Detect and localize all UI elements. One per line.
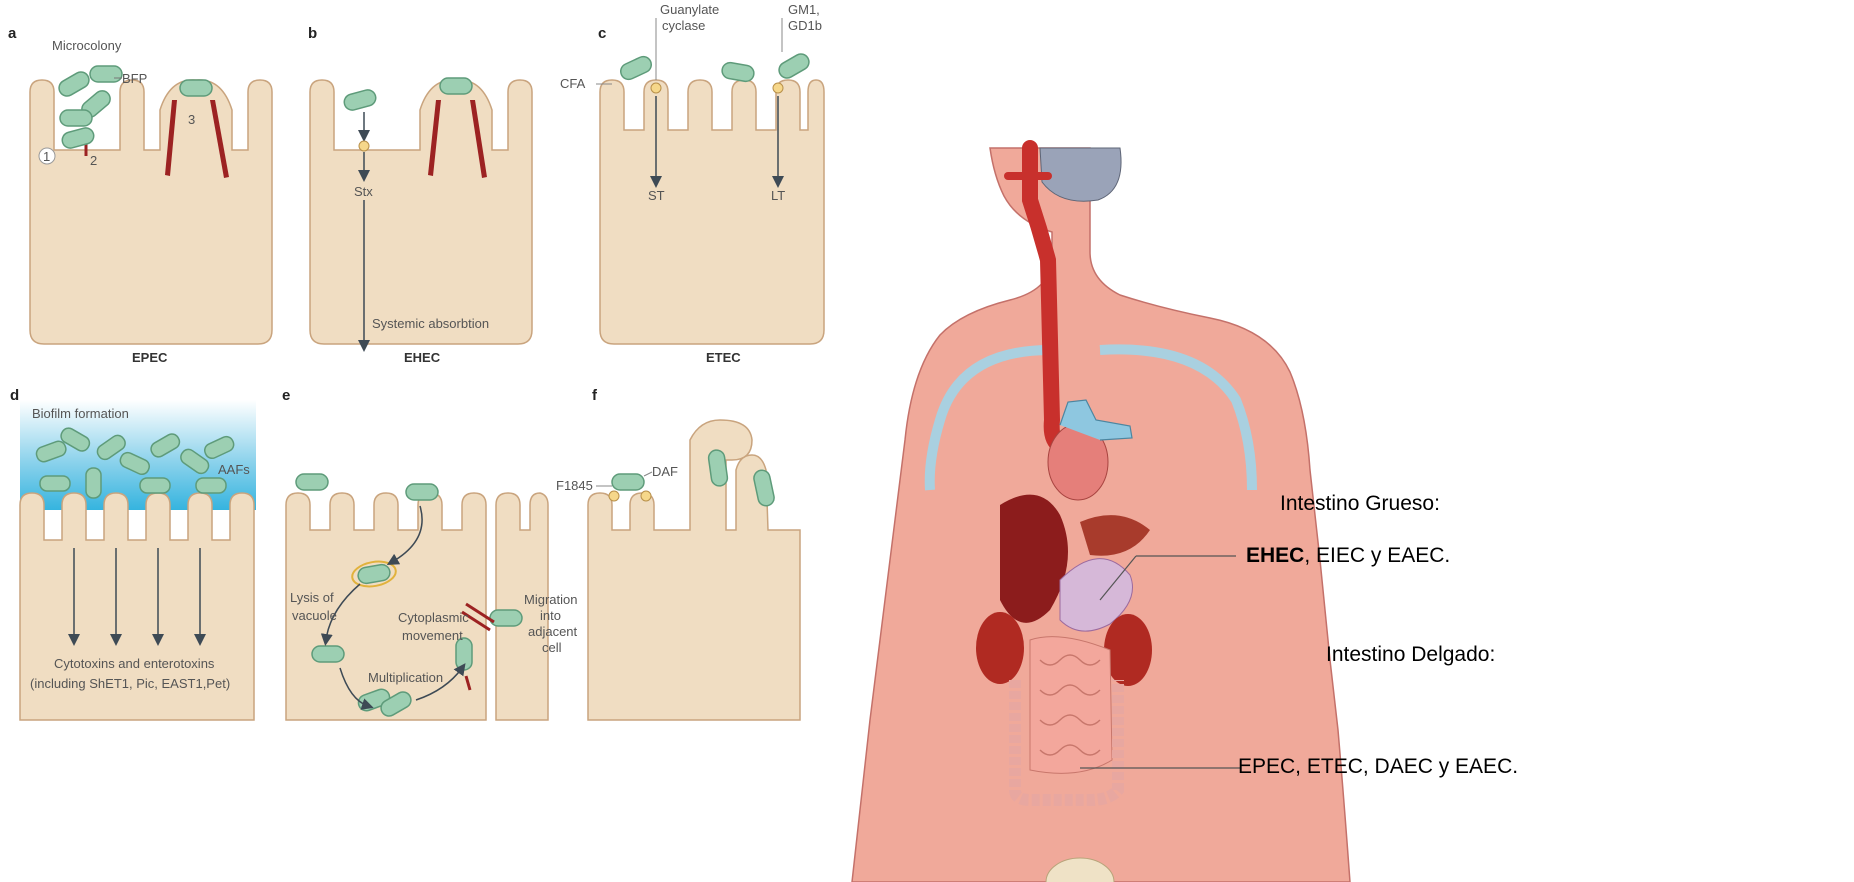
eiec-cell [286, 493, 486, 720]
cytotoxins-label-1: Cytotoxins and enterotoxins [54, 656, 215, 671]
cytoplasmic-label-1: Cytoplasmic [398, 610, 469, 625]
migration-label-1: Migration [524, 592, 577, 607]
lysis-label-1: Lysis of [290, 590, 334, 605]
large-intestine-rest: , EIEC y EAEC. [1304, 544, 1450, 567]
panel-d-letter: d [10, 387, 19, 404]
ehec-caption: EHEC [404, 350, 441, 365]
epec-num-2: 2 [90, 153, 97, 168]
cfa-label: CFA [560, 76, 586, 91]
daf-label: DAF [652, 464, 678, 479]
multiplication-label: Multiplication [368, 670, 443, 685]
kidney-left [976, 612, 1024, 684]
ehec-receptor [359, 141, 369, 151]
stx-label: Stx [354, 184, 373, 199]
etec-bacterium-1 [618, 54, 654, 82]
daf-receptor-2 [641, 491, 651, 501]
lt-label: LT [771, 188, 785, 203]
panel-f-letter: f [592, 387, 598, 404]
panel-b-letter: b [308, 25, 317, 42]
bfp-label: BFP [122, 71, 147, 86]
ehec-bold: EHEC [1246, 544, 1304, 567]
panel-c-letter: c [598, 25, 606, 42]
gm1-receptor [773, 83, 783, 93]
large-intestine-pathotypes: EHEC, EIEC y EAEC. [1246, 544, 1450, 568]
cytotoxins-label-2: (including ShET1, Pic, EAST1,Pet) [30, 676, 230, 691]
daf-receptor-1 [609, 491, 619, 501]
migration-label-4: cell [542, 640, 562, 655]
panel-c: c Guanylate cyclase GM1, GD1b CFA ST LT … [560, 2, 824, 365]
st-label: ST [648, 188, 665, 203]
etec-bacterium-3 [776, 51, 812, 81]
small-intestine-pathotypes: EPEC, ETEC, DAEC y EAEC. [1238, 755, 1518, 779]
kidney-right [1104, 614, 1152, 686]
etec-cell [600, 80, 824, 344]
ehec-bacterium-free [342, 88, 377, 112]
mouth [1004, 172, 1052, 180]
microcolony-label: Microcolony [52, 38, 122, 53]
daec-cell [588, 420, 800, 720]
panel-e-letter: e [282, 387, 290, 404]
cytoplasmic-label-2: movement [402, 628, 463, 643]
f1845-label: F1845 [556, 478, 593, 493]
panel-a-letter: a [8, 25, 17, 42]
panel-b: b Stx Systemic absorbtion EHEC [308, 25, 532, 365]
epec-num-3: 3 [188, 112, 195, 127]
guanylate-label-1: Guanylate [660, 2, 719, 17]
epec-num-1: 1 [43, 149, 50, 164]
aafs-label: AAFs [218, 462, 250, 477]
migration-label-3: adjacent [528, 624, 578, 639]
ehec-cell [310, 80, 532, 344]
small-intestine-title: Intestino Delgado: [1326, 643, 1495, 667]
panel-a: a Microcolony BFP 1 2 3 EPEC [8, 25, 272, 365]
gm1-label-2: GD1b [788, 18, 822, 33]
systemic-label: Systemic absorbtion [372, 316, 489, 331]
gm1-label-1: GM1, [788, 2, 820, 17]
guanylate-label-2: cyclase [662, 18, 705, 33]
ehec-bacterium-attached [440, 78, 472, 94]
guanylate-receptor [651, 83, 661, 93]
etec-caption: ETEC [706, 350, 741, 365]
epec-caption: EPEC [132, 350, 168, 365]
lysis-label-2: vacuole [292, 608, 337, 623]
panel-f: f F1845 DAF [556, 387, 800, 720]
daec-bacterium-1 [612, 474, 644, 490]
panel-e: e Lysis of vacuole Cytoplasmic movement … [282, 387, 578, 720]
large-intestine-title: Intestino Grueso: [1280, 492, 1440, 516]
migration-label-2: into [540, 608, 561, 623]
panel-d: d Biofilm formation AAFs Cytotoxins and … [10, 387, 256, 720]
biofilm-label: Biofilm formation [32, 406, 129, 421]
etec-bacterium-2 [721, 61, 755, 82]
